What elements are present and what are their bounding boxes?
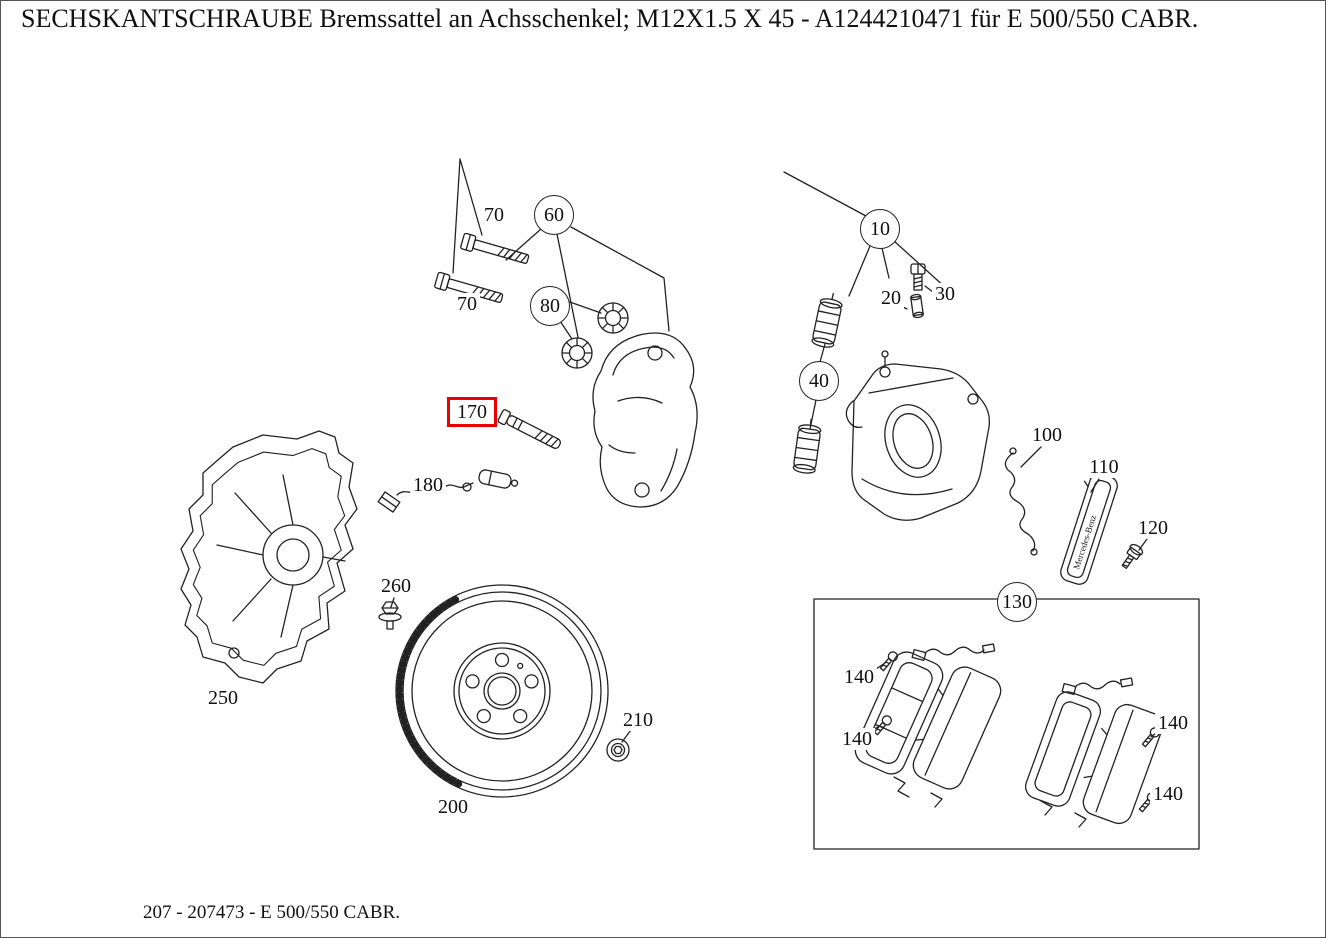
part-callout-210[interactable]: 210: [620, 709, 656, 731]
part-callout-30[interactable]: 30: [932, 283, 958, 305]
screw-140b[interactable]: [872, 714, 893, 736]
part-callout-70[interactable]: 70: [454, 293, 480, 315]
pad-sensor-wire-right[interactable]: [1061, 677, 1134, 696]
figure-caption: 207 - 207473 - E 500/550 CABR.: [143, 902, 401, 923]
part-callout-140[interactable]: 140: [841, 666, 877, 688]
part-callout-100[interactable]: 100: [1029, 424, 1065, 446]
brake-pad-left-inner[interactable]: [851, 648, 947, 779]
brake-pad-right-inner[interactable]: [1022, 689, 1104, 810]
screw-210[interactable]: [606, 738, 630, 762]
bushing-80a[interactable]: [561, 337, 593, 369]
spring-clip-100[interactable]: [1004, 447, 1038, 556]
part-callout-260[interactable]: 260: [378, 575, 414, 597]
guide-boot-40b[interactable]: [792, 418, 822, 475]
part-callout-140[interactable]: 140: [1155, 712, 1191, 734]
part-callout-60[interactable]: 60: [534, 195, 574, 235]
splash-shield-250[interactable]: [180, 430, 358, 684]
sleeve-30[interactable]: [910, 293, 924, 319]
brake-pad-right-outer[interactable]: [1073, 699, 1166, 827]
page-title: SECHSKANTSCHRAUBE Bremssattel an Achssch…: [21, 4, 1199, 33]
part-callout-170-highlighted[interactable]: 170: [447, 397, 497, 427]
bolt-120[interactable]: [1119, 542, 1145, 571]
part-callout-20[interactable]: 20: [878, 287, 904, 309]
brake-carrier[interactable]: [592, 332, 698, 508]
part-callout-140[interactable]: 140: [1150, 783, 1186, 805]
part-callout-120[interactable]: 120: [1135, 517, 1171, 539]
part-callout-140[interactable]: 140: [839, 728, 875, 750]
part-callout-10[interactable]: 10: [860, 209, 900, 249]
guide-boot-40a[interactable]: [811, 291, 844, 348]
bushing-80b[interactable]: [597, 302, 629, 334]
guide-bolt-70a[interactable]: [460, 232, 530, 267]
part-callout-110[interactable]: 110: [1086, 456, 1122, 478]
part-callout-70[interactable]: 70: [481, 204, 507, 226]
part-callout-200[interactable]: 200: [435, 796, 471, 818]
bolt-260[interactable]: [378, 601, 402, 630]
brake-pad-left-outer[interactable]: [902, 660, 1005, 794]
disc-vent-hatch: [396, 594, 463, 788]
part-callout-40[interactable]: 40: [799, 361, 839, 401]
brake-caliper[interactable]: [845, 350, 991, 521]
brake-disc-200[interactable]: [395, 584, 609, 798]
pad-retaining-clips: [893, 776, 1087, 828]
caliper-bolt-20[interactable]: [910, 263, 926, 291]
part-callout-250[interactable]: 250: [205, 687, 241, 709]
part-callout-80[interactable]: 80: [530, 286, 570, 326]
screw-140a[interactable]: [878, 650, 899, 672]
guide-pin-170[interactable]: [497, 409, 562, 451]
pad-sensor-wire-left[interactable]: [911, 643, 996, 662]
part-callout-130[interactable]: 130: [997, 582, 1037, 622]
part-callout-180[interactable]: 180: [410, 474, 446, 496]
